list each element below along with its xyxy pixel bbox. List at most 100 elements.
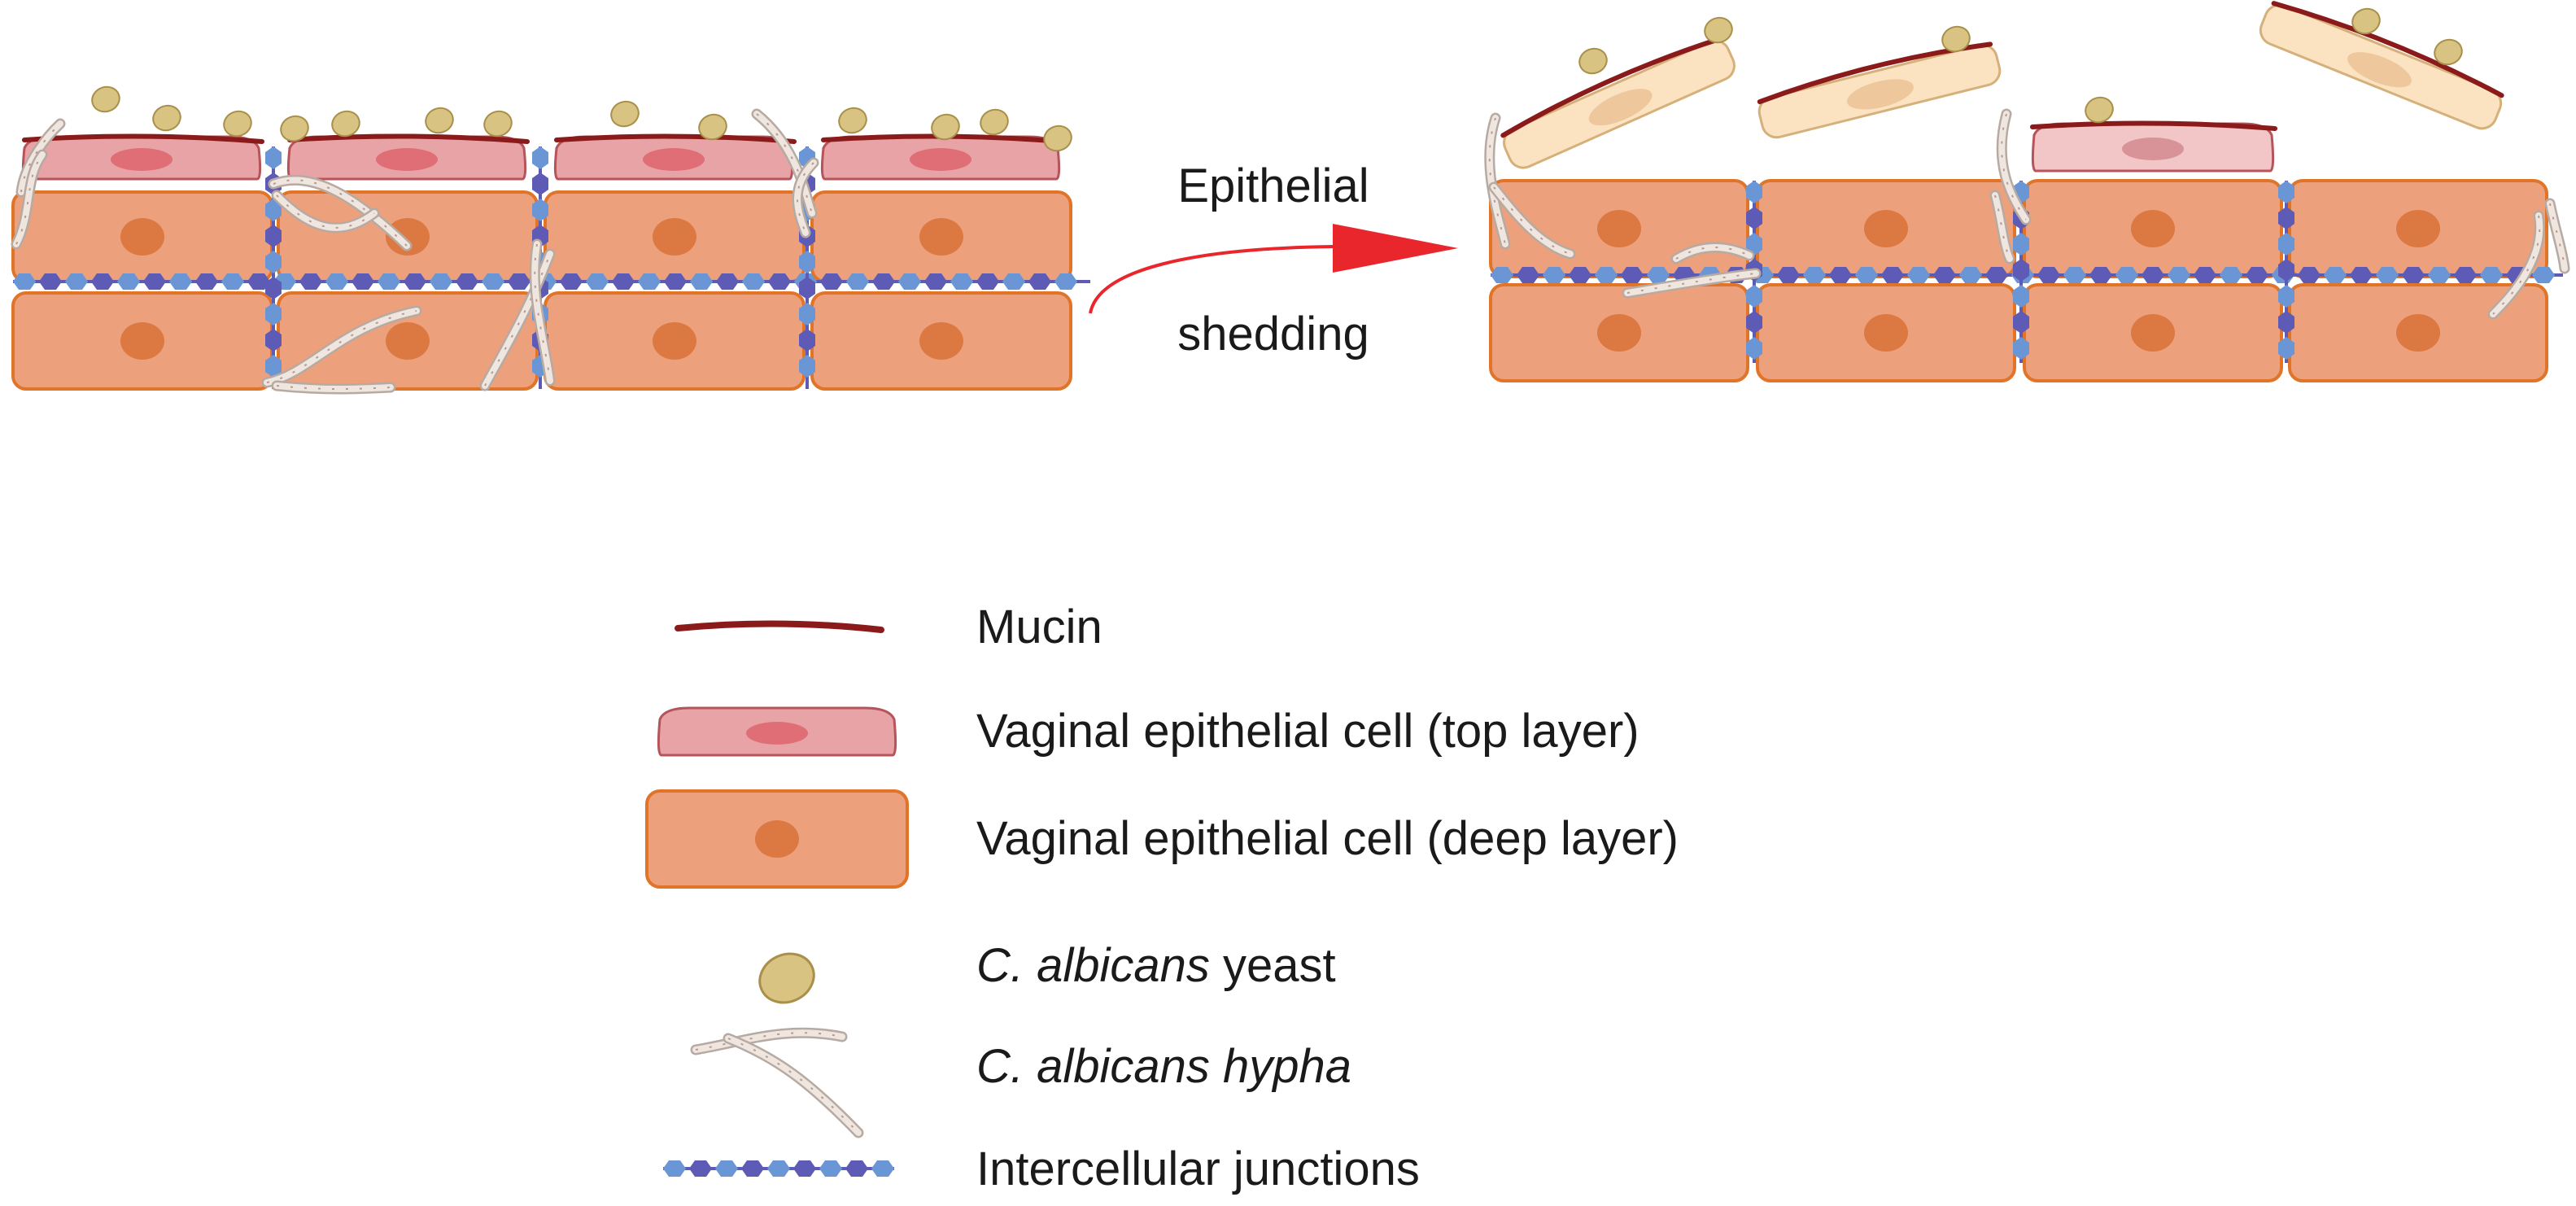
hypha-septa xyxy=(484,253,551,387)
deep-layer-cell xyxy=(1756,179,2016,278)
hypha-filament xyxy=(690,1027,848,1055)
legend-label-part: Intercellular junctions xyxy=(976,1143,1420,1195)
junction-bead xyxy=(2115,267,2138,283)
junction-bead xyxy=(1002,273,1025,290)
top-layer-cell xyxy=(286,135,527,181)
junction-bead xyxy=(2532,267,2555,283)
hypha-body xyxy=(2547,200,2568,272)
junction-bead xyxy=(1491,267,1513,283)
junction-bead xyxy=(1746,181,1762,203)
junction-bead xyxy=(2246,267,2268,283)
yeast-cell xyxy=(2434,38,2463,66)
junction-bead xyxy=(2278,233,2294,256)
junction-bead xyxy=(716,273,739,290)
junction-bead xyxy=(2168,267,2190,283)
junction-bead xyxy=(65,273,88,290)
deep-layer-cell xyxy=(645,789,909,889)
junction-bead xyxy=(846,273,869,290)
hypha-body xyxy=(725,1035,862,1136)
shedding-arrow-head xyxy=(1333,224,1458,273)
junction-bead xyxy=(2278,181,2294,203)
hypha-body xyxy=(1491,184,1574,257)
yeast-cell xyxy=(931,113,960,141)
shedding-epithelium-panel xyxy=(1484,1,2570,382)
yeast-cell xyxy=(331,110,360,138)
hypha-septa xyxy=(266,310,417,383)
deep-layer-cell xyxy=(810,291,1072,391)
junction-bead xyxy=(950,273,973,290)
junction-bead xyxy=(663,1160,686,1177)
junction-bead xyxy=(265,146,282,169)
junction-bead xyxy=(265,225,282,247)
junction-bead xyxy=(2194,267,2216,283)
deep-layer-cell-icon xyxy=(645,789,909,889)
yeast-cell xyxy=(838,107,867,134)
junction-bead xyxy=(1985,267,2008,283)
junction-bead xyxy=(1543,267,1565,283)
deep-layer-nucleus xyxy=(2131,210,2175,247)
junction-bead xyxy=(799,329,815,352)
mucin-strand xyxy=(2271,1,2504,98)
hypha-outline xyxy=(723,1033,864,1138)
yeast-cell xyxy=(758,952,815,1004)
junction-bead xyxy=(2480,267,2503,283)
junction-bead xyxy=(2037,267,2060,283)
junction-bead xyxy=(845,1160,868,1177)
junction-bead xyxy=(1855,267,1878,283)
deep-layer-nucleus xyxy=(919,218,963,256)
mucin-strand xyxy=(287,133,530,144)
hypha-body xyxy=(531,241,553,384)
legend-label-yeast: C. albicans yeast xyxy=(976,939,1336,992)
hypha-septa xyxy=(2492,215,2541,315)
legend-label-part: yeast xyxy=(1210,939,1336,992)
junction-bead xyxy=(2428,267,2451,283)
deep-layer-cell xyxy=(2288,283,2548,382)
mucin-strand xyxy=(675,620,884,633)
legend-label-junctions: Intercellular junctions xyxy=(976,1143,1420,1195)
junction-bead xyxy=(871,1160,894,1177)
junction-bead xyxy=(799,277,815,299)
shedding-arrow-shaft xyxy=(1089,245,1335,314)
junction-bead xyxy=(2013,285,2029,308)
junction-bead xyxy=(2013,337,2029,360)
deep-layer-nucleus xyxy=(1864,210,1908,247)
junction-chain-icon xyxy=(663,1160,894,1177)
deep-layer-nucleus xyxy=(2396,210,2440,247)
hypha-filament xyxy=(268,174,413,251)
junction-bead xyxy=(2013,259,2029,282)
hypha-septa xyxy=(276,385,391,390)
hypha-body xyxy=(270,177,410,249)
junction-bead xyxy=(2013,311,2029,334)
hypha-body xyxy=(753,111,815,216)
hypha-body xyxy=(1624,270,1759,296)
deep-layer-cell xyxy=(2288,179,2548,278)
yeast-cell xyxy=(425,107,454,134)
deep-layer-nucleus xyxy=(919,322,963,360)
junction-bead xyxy=(456,273,478,290)
junction-bead xyxy=(612,273,635,290)
deep-layer-cell xyxy=(544,291,806,391)
legend-label-top-cell: Vaginal epithelial cell (top layer) xyxy=(976,705,1639,758)
shed-cell-nucleus xyxy=(1847,79,1914,110)
hypha-filament xyxy=(1488,181,1576,260)
legend-label-part: Vaginal epithelial cell (top layer) xyxy=(976,705,1639,758)
intact-epithelium-panel xyxy=(11,85,1090,395)
junction-bead xyxy=(482,273,504,290)
top-layer-nucleus xyxy=(2122,138,2184,160)
junction-bead xyxy=(351,273,374,290)
junction-bead xyxy=(924,273,947,290)
junction-bead xyxy=(898,273,921,290)
hypha-filament xyxy=(1989,190,2015,264)
junction-bead xyxy=(532,173,548,195)
junction-bead xyxy=(1881,267,1904,283)
junction-bead xyxy=(1803,267,1826,283)
junction-bead xyxy=(742,273,765,290)
junction-bead xyxy=(819,1160,842,1177)
hypha-filament xyxy=(15,118,66,198)
junction-bead xyxy=(793,1160,816,1177)
arrow-label-shedding: shedding xyxy=(1177,308,1369,360)
yeast-cell xyxy=(152,104,181,132)
yeast-cell xyxy=(1704,16,1733,44)
legend-label-part: Vaginal epithelial cell (deep layer) xyxy=(976,812,1679,865)
yeast-cell xyxy=(223,110,252,138)
